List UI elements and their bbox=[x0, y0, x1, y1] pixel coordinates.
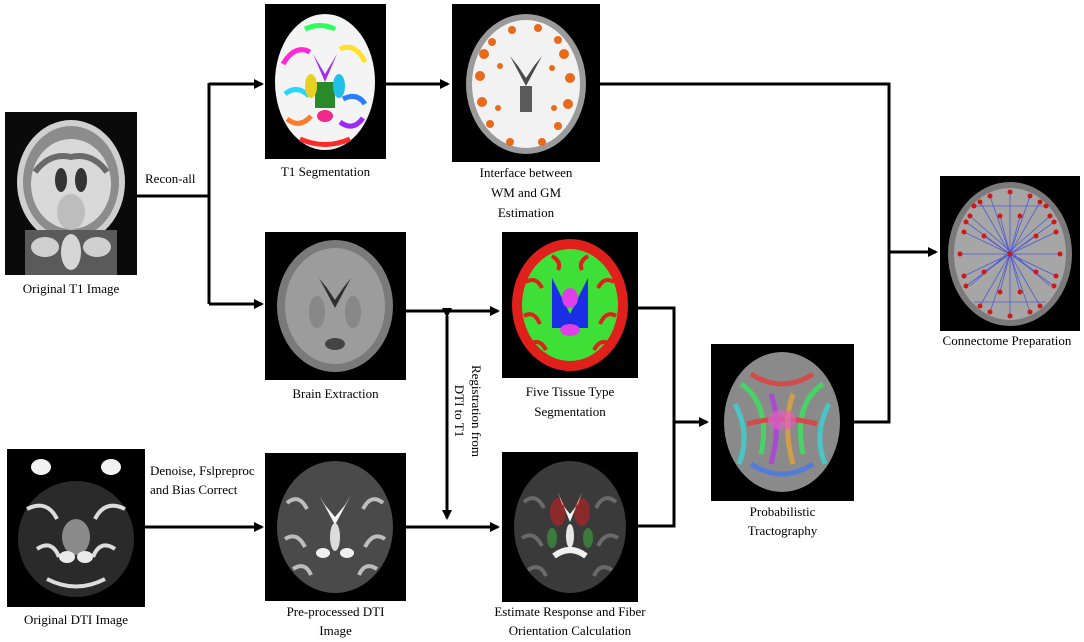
fiber-orientation-caption-2: Orientation Calculation bbox=[508, 623, 632, 638]
denoise-label-1: Denoise, Fslpreproc bbox=[150, 463, 255, 478]
original-t1-image bbox=[5, 112, 137, 275]
five-tissue-caption-2: Segmentation bbox=[534, 404, 606, 419]
recon-all-label: Recon-all bbox=[145, 171, 196, 186]
original-dti-image bbox=[7, 449, 145, 607]
wm-gm-interface-image bbox=[452, 4, 600, 162]
five-tissue-image bbox=[502, 232, 638, 378]
fiber-orientation-image bbox=[502, 452, 638, 602]
wm-gm-interface-caption-1: Interface between bbox=[479, 165, 573, 180]
original-t1-caption: Original T1 Image bbox=[22, 281, 120, 296]
tractography-caption-2: Tractography bbox=[747, 523, 818, 538]
original-dti-caption: Original DTI Image bbox=[24, 612, 128, 627]
preprocessed-dti-caption-2: Image bbox=[319, 623, 352, 638]
arrow-interface-to-connectome bbox=[600, 82, 891, 252]
preprocessed-dti-image bbox=[265, 453, 406, 601]
registration-line-2: DTI to T1 bbox=[452, 384, 467, 438]
wm-gm-interface-caption-2: WM and GM bbox=[490, 185, 562, 200]
registration-label: Registration from DTI to T1 bbox=[452, 356, 484, 466]
connectome-image bbox=[940, 176, 1080, 331]
brain-extraction-image bbox=[265, 232, 406, 380]
registration-line-1: Registration from bbox=[469, 364, 484, 458]
tractography-caption-1: Probabilistic bbox=[749, 504, 816, 519]
connectome-caption: Connectome Preparation bbox=[942, 333, 1072, 348]
t1-segmentation-caption: T1 Segmentation bbox=[280, 164, 371, 179]
arrow-tractography-to-connectome bbox=[854, 252, 891, 424]
tractography-image bbox=[711, 344, 854, 501]
preprocessed-dti-caption-1: Pre-processed DTI bbox=[286, 604, 385, 619]
fiber-orientation-caption-1: Estimate Response and Fiber bbox=[494, 604, 646, 619]
t1-segmentation-image bbox=[265, 4, 386, 159]
five-tissue-caption-1: Five Tissue Type bbox=[525, 384, 615, 399]
arrow-five-tissue-join bbox=[638, 306, 676, 528]
denoise-label-2: and Bias Correct bbox=[150, 482, 238, 497]
brain-extraction-caption: Brain Extraction bbox=[292, 386, 379, 401]
wm-gm-interface-caption-3: Estimation bbox=[497, 205, 555, 220]
